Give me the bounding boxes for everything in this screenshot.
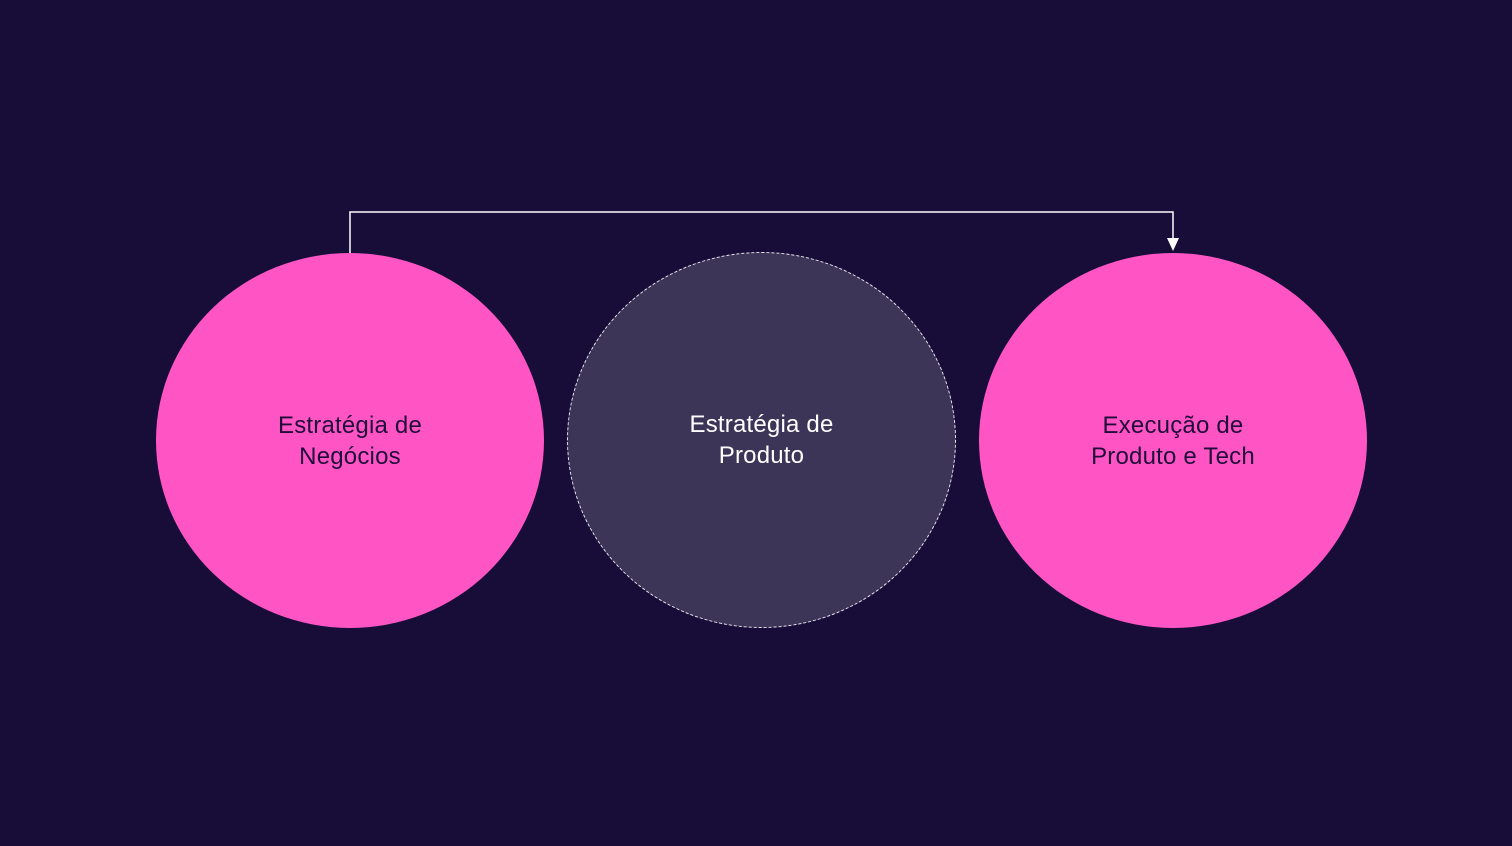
node-product-strategy: Estratégia de Produto (567, 252, 956, 628)
node-label: Execução de Produto e Tech (1091, 411, 1255, 470)
connector-business-to-execution (349, 211, 1174, 254)
node-product-tech-execution: Execução de Produto e Tech (979, 253, 1367, 628)
arrowhead-down-icon (1167, 238, 1179, 251)
node-business-strategy: Estratégia de Negócios (156, 253, 544, 628)
node-label: Estratégia de Negócios (277, 411, 423, 470)
node-label: Estratégia de Produto (689, 411, 834, 469)
